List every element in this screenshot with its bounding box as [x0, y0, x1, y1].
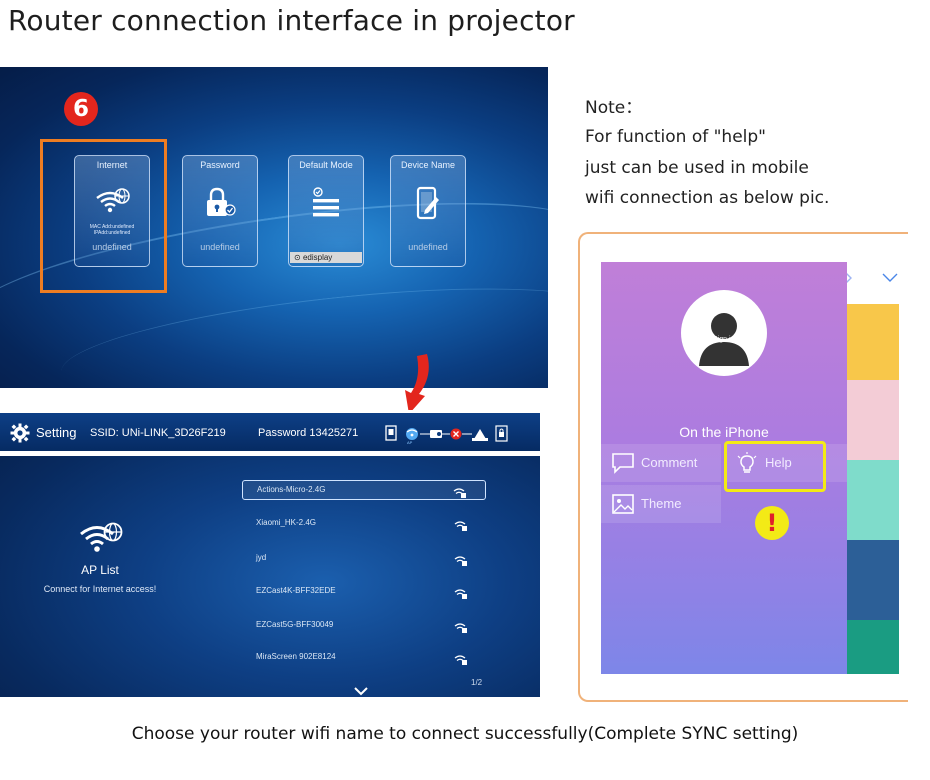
lightbulb-icon — [735, 452, 759, 480]
ap-list-subtitle: Connect for Internet access! — [43, 584, 157, 594]
wifi-network-row[interactable]: MiraScreen 902E8124 — [242, 648, 486, 668]
wifi-lock-icon — [454, 619, 468, 638]
color-swatch — [847, 380, 899, 460]
warning-badge: ! — [755, 506, 789, 540]
search-icon: ⊙ — [294, 253, 303, 262]
on-iphone-label: On the iPhone — [679, 424, 769, 440]
page-caption: Choose your router wifi name to connect … — [131, 724, 799, 744]
list-icon — [309, 186, 343, 224]
default-mode-select[interactable]: ⊙ edisplay — [290, 252, 362, 263]
status-icons: AP — [384, 423, 534, 449]
wifi-status-icon: AP — [406, 428, 418, 445]
color-swatch — [847, 304, 899, 380]
note-heading: Note： — [585, 98, 643, 118]
help-highlight-box — [724, 441, 826, 492]
wifi-lock-icon — [454, 651, 468, 670]
default-mode-tile[interactable]: Default Mode ⊙ edisplay — [288, 155, 364, 267]
help-label: Help — [765, 455, 792, 470]
step-badge: 6 — [64, 92, 98, 126]
svg-text:AP: AP — [407, 440, 413, 445]
tile-title: Default Mode — [299, 160, 353, 170]
tile-value: undefined — [92, 242, 132, 252]
comment-button[interactable]: Comment — [601, 444, 721, 482]
color-swatch — [847, 460, 899, 540]
wifi-lock-icon — [454, 585, 468, 604]
tile-value: undefined — [200, 242, 240, 252]
red-pointer-arrow-icon — [397, 352, 437, 420]
wifi-lock-icon — [453, 484, 467, 503]
image-icon — [611, 493, 635, 519]
tile-title: Password — [200, 160, 240, 170]
wifi-network-name: MiraScreen 902E8124 — [256, 652, 336, 661]
ap-list-title: AP List — [81, 563, 119, 577]
color-swatch — [844, 262, 899, 304]
mac-address: MAC Add:undefined — [89, 224, 135, 230]
comment-label: Comment — [641, 455, 698, 470]
comment-icon — [611, 452, 635, 478]
chevron-down-icon[interactable] — [354, 681, 368, 697]
wifi-network-row[interactable]: EZCast5G-BFF30049 — [242, 616, 486, 636]
password-tile[interactable]: Password undefined — [182, 155, 258, 267]
password-label: Password 13425271 — [258, 427, 359, 439]
projector-network-menu: Internet MAC Add:undefined IPAdd:undefin… — [0, 67, 548, 388]
wifi-lock-icon — [454, 552, 468, 571]
lock-icon — [202, 186, 238, 224]
wifi-network-name: Xiaomi_HK-2.4G — [256, 518, 317, 527]
internet-tile-highlight — [40, 139, 167, 293]
theme-label: Theme — [641, 496, 682, 511]
tile-meta: MAC Add:undefined IPAdd:undefined — [81, 224, 143, 236]
wifi-network-row[interactable]: Actions-Micro-2.4G — [242, 480, 486, 500]
avatar[interactable] — [681, 290, 767, 376]
color-swatch — [847, 540, 899, 620]
sd-card-icon — [385, 425, 397, 441]
device-name-tile[interactable]: Device Name undefined — [390, 155, 466, 267]
page-indicator: 1/2 — [471, 678, 483, 687]
wifi-lock-icon — [454, 517, 468, 536]
wifi-globe-icon — [93, 186, 131, 220]
internet-tile[interactable]: Internet MAC Add:undefined IPAdd:undefin… — [74, 155, 150, 267]
help-button[interactable]: Help — [725, 444, 847, 482]
note-line: wifi connection as below pic. — [585, 188, 830, 208]
note-line: For function of "help" — [585, 127, 766, 147]
router-icon — [472, 429, 488, 441]
color-swatch — [847, 620, 899, 674]
tile-value: undefined — [408, 242, 448, 252]
wifi-network-row[interactable]: jyd — [242, 549, 486, 569]
ssid-label: SSID: UNi-LINK_3D26F219 — [90, 427, 226, 439]
wifi-network-name: Actions-Micro-2.4G — [257, 485, 326, 494]
wifi-network-name: jyd — [256, 553, 267, 562]
wifi-globe-icon — [78, 520, 124, 560]
select-value: edisplay — [302, 253, 333, 262]
sign-in-label[interactable]: Sign in — [713, 336, 735, 343]
ip-address: IPAdd:undefined — [93, 230, 131, 236]
projector-settings-screen: Setting SSID: UNi-LINK_3D26F219 Password… — [0, 410, 540, 697]
page-title: Router connection interface in projector — [8, 4, 575, 37]
note-line: just can be used in mobile — [585, 158, 809, 178]
settings-topbar: Setting SSID: UNi-LINK_3D26F219 Password… — [0, 410, 540, 456]
tile-title: Internet — [96, 160, 128, 170]
projector-icon — [430, 430, 442, 438]
phone-screen: Sign in On the iPhone Comment Help — [601, 262, 899, 674]
setting-label: Setting — [36, 425, 77, 440]
lock-status-icon — [495, 425, 508, 442]
error-x-icon — [450, 428, 462, 440]
tile-title: Device Name — [400, 160, 456, 170]
wifi-network-row[interactable]: EZCast4K-BFF32EDE — [242, 582, 486, 602]
wifi-network-name: EZCast4K-BFF32EDE — [256, 586, 336, 595]
gear-icon[interactable] — [10, 423, 30, 447]
phone-edit-icon — [413, 186, 443, 224]
wifi-network-row[interactable]: Xiaomi_HK-2.4G — [242, 514, 486, 534]
theme-button[interactable]: Theme — [601, 485, 721, 523]
wifi-network-name: EZCast5G-BFF30049 — [256, 620, 334, 629]
